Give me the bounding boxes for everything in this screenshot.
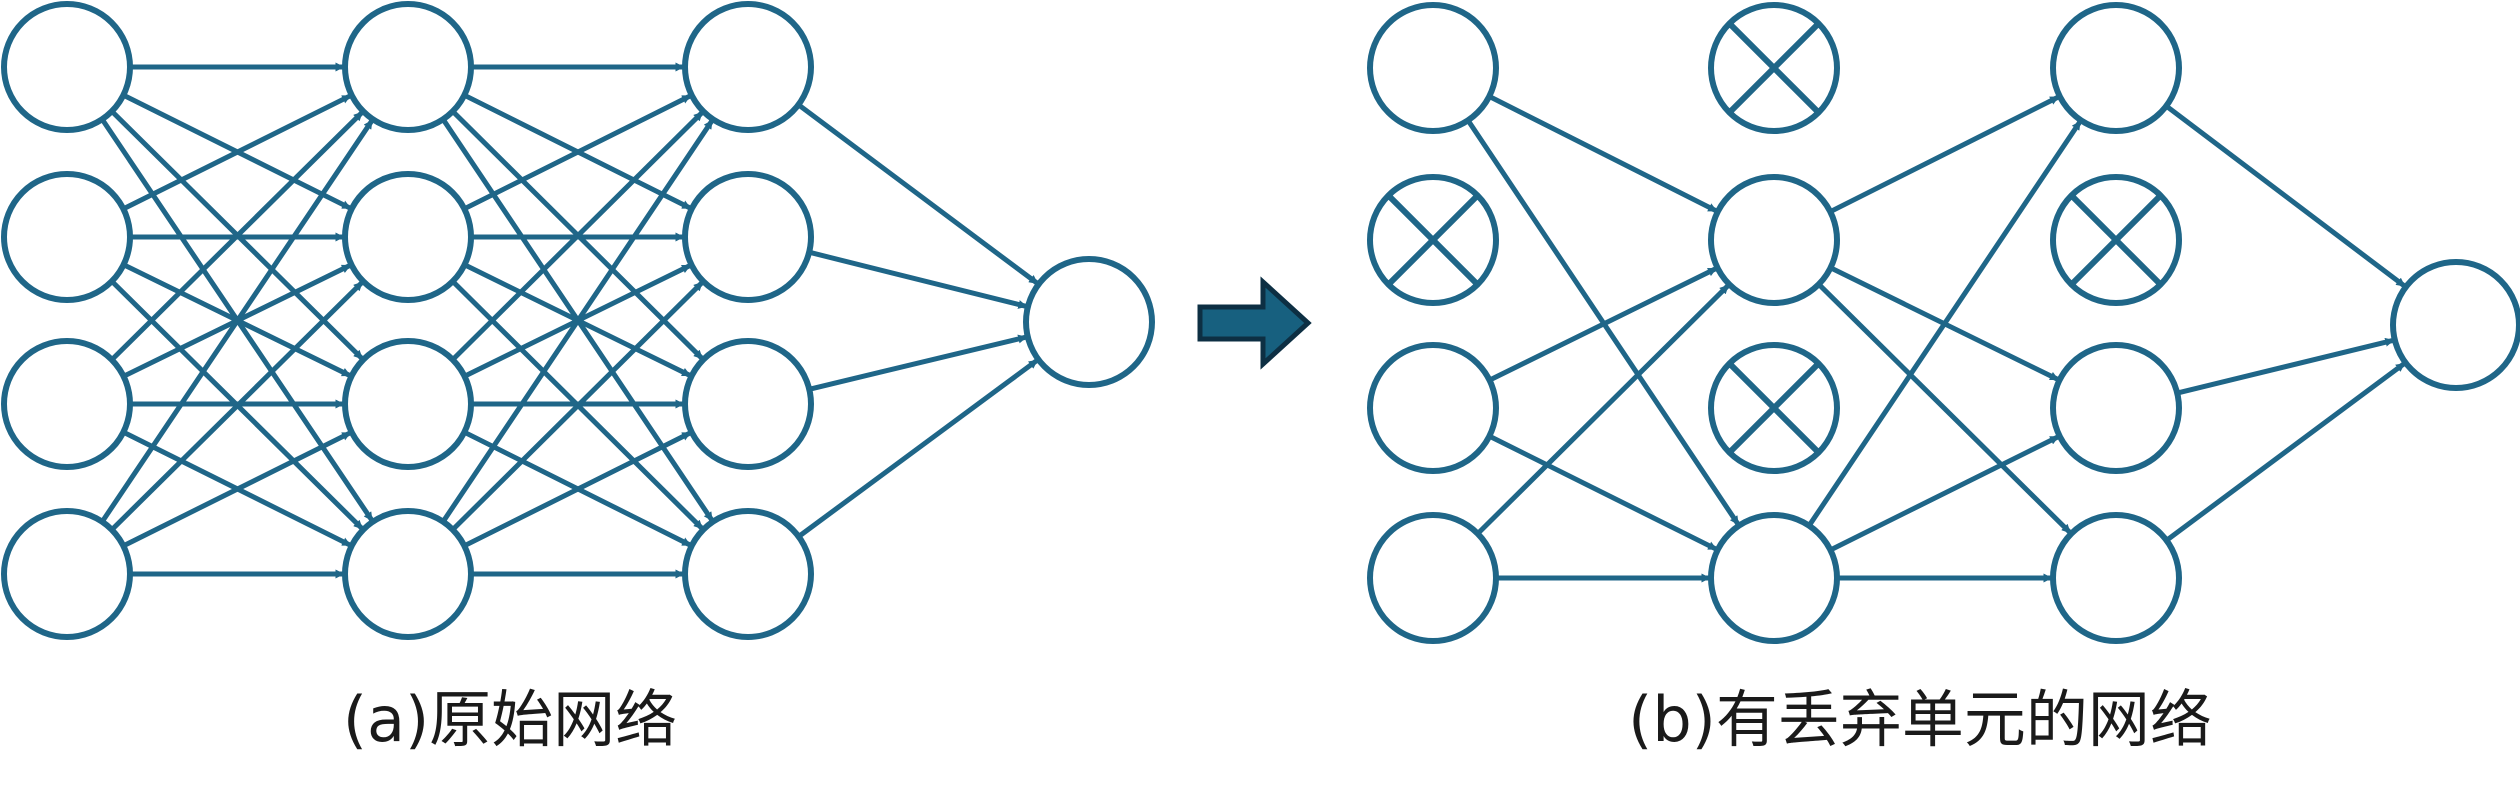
connection-edge (450, 110, 705, 362)
connection-edge (2164, 103, 2407, 289)
neuron (2050, 342, 2182, 474)
output-neuron (2390, 259, 2520, 391)
neuron (342, 508, 474, 640)
connection-edge (1488, 266, 1718, 383)
neuron (1367, 512, 1499, 644)
connection-edge (122, 430, 352, 549)
connection-edge (110, 280, 365, 532)
neuron (342, 171, 474, 303)
neuron (2050, 512, 2182, 644)
connection-edge (1807, 119, 2083, 528)
caption-original-network: (a)原始网络 (342, 683, 678, 756)
connection-edge (1829, 434, 2060, 553)
connection-edge (1829, 94, 2060, 214)
cross-icon (1727, 361, 1821, 455)
dropped-neuron (1708, 342, 1840, 474)
neuron (1, 508, 133, 640)
cross-icon (1727, 21, 1821, 115)
neuron (682, 1, 814, 133)
connection-edge (441, 118, 715, 524)
neuron (682, 508, 814, 640)
dropout-network (1367, 2, 2520, 644)
neuron (1, 171, 133, 303)
connection-edge (2165, 361, 2407, 543)
connection-edge (450, 280, 705, 532)
cross-icon (2069, 193, 2163, 287)
right-arrow-icon (1197, 276, 1312, 370)
output-neuron (1023, 256, 1155, 388)
neuron (342, 338, 474, 470)
original-network (1, 1, 1155, 640)
neuron (1367, 2, 1499, 134)
neuron (1, 1, 133, 133)
dropped-neuron (1367, 174, 1499, 306)
connection-edge (2176, 337, 2395, 396)
neuron (1367, 342, 1499, 474)
connection-edge (463, 430, 692, 549)
connection-edge (1475, 283, 1731, 536)
connection-edge (1488, 433, 1718, 552)
neuron (682, 171, 814, 303)
neuron (1708, 174, 1840, 306)
dropped-neuron (1708, 2, 1840, 134)
connection-edge (1817, 282, 2073, 535)
connection-edge (808, 249, 1028, 309)
connection-edge (463, 93, 692, 212)
connection-edge (122, 93, 352, 212)
neuron (1, 338, 133, 470)
connection-edge (100, 118, 375, 524)
connection-edge (1488, 94, 1718, 214)
dropped-neuron (2050, 174, 2182, 306)
connection-edge (808, 334, 1028, 392)
connection-edge (797, 358, 1040, 539)
neuron (682, 338, 814, 470)
caption-dropout-network: (b)有丢弃单元的网络 (1628, 683, 2212, 756)
cross-icon (1386, 193, 1480, 287)
neuron (342, 1, 474, 133)
connection-edge (110, 110, 365, 362)
neuron (1708, 512, 1840, 644)
neuron (2050, 2, 2182, 134)
connection-edge (796, 102, 1040, 286)
